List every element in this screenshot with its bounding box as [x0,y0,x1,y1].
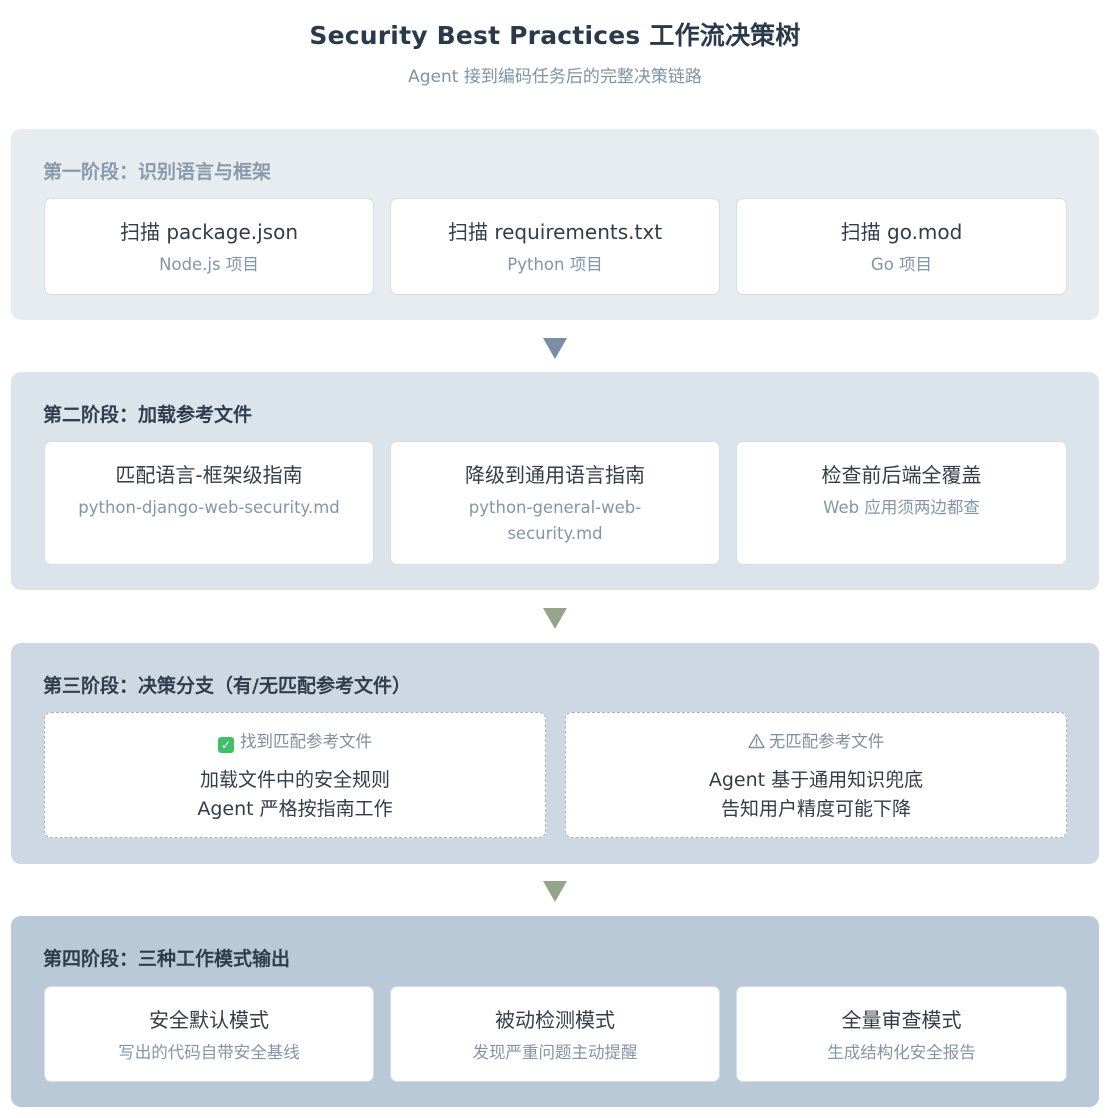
stage-3-title: 第三阶段：决策分支（有/无匹配参考文件） [43,675,411,697]
arrow-down-icon [543,338,567,359]
box-sub-label: Go 项目 [870,255,933,274]
stage-2-box-general-guide: 降级到通用语言指南 python-general-web-security.md [390,441,720,565]
box-main-label: 扫描 go.mod [840,220,963,244]
box-main-label: 安全默认模式 [149,1008,269,1032]
branch-match-found: ✓ 找到匹配参考文件 加载文件中的安全规则 Agent 严格按指南工作 [44,712,546,838]
diagram-title: Security Best Practices 工作流决策树 [309,21,801,50]
diagram-subtitle: Agent 接到编码任务后的完整决策链路 [408,67,702,87]
branch-header: 无匹配参考文件 [566,731,1066,753]
branch-line: 加载文件中的安全规则 [199,769,390,791]
stage-2-box-fullstack-check: 检查前后端全覆盖 Web 应用须两边都查 [736,441,1067,565]
stage-2-box-framework-guide: 匹配语言-框架级指南 python-django-web-security.md [44,441,374,565]
box-main-label: 匹配语言-框架级指南 [115,463,303,487]
branch-line: 告知用户精度可能下降 [720,798,911,820]
box-main-label: 扫描 package.json [119,220,299,244]
warning-icon [748,733,765,749]
stage-2-panel: 第二阶段：加载参考文件 匹配语言-框架级指南 python-django-web… [11,372,1099,590]
box-sub-label: python-general-web-security.md [468,498,642,543]
stage-1-box-node: 扫描 package.json Node.js 项目 [44,198,374,295]
box-sub-label: Python 项目 [507,255,603,274]
box-sub-label: 生成结构化安全报告 [827,1043,976,1062]
box-main-label: 降级到通用语言指南 [465,463,645,487]
check-icon: ✓ [218,737,234,753]
box-sub-label: Node.js 项目 [159,255,259,274]
stage-2-title: 第二阶段：加载参考文件 [43,404,253,426]
box-main-label: 检查前后端全覆盖 [821,463,982,487]
stage-4-box-secure-default: 安全默认模式 写出的代码自带安全基线 [44,986,374,1082]
arrow-down-icon [543,608,567,629]
stage-1-box-python: 扫描 requirements.txt Python 项目 [390,198,720,295]
branch-header-label: 无匹配参考文件 [768,732,885,751]
branch-line: Agent 基于通用知识兜底 [708,769,924,791]
stage-3-panel: 第三阶段：决策分支（有/无匹配参考文件） ✓ 找到匹配参考文件 加载文件中的安全规… [11,643,1099,864]
branch-header-label: 找到匹配参考文件 [240,732,372,751]
box-main-label: 被动检测模式 [495,1008,615,1032]
arrow-down-icon [543,881,567,902]
stage-4-title: 第四阶段：三种工作模式输出 [43,948,291,970]
box-sub-label: Web 应用须两边都查 [823,498,980,517]
stage-4-box-full-review: 全量审查模式 生成结构化安全报告 [736,986,1067,1082]
branch-header: ✓ 找到匹配参考文件 [45,731,545,753]
box-main-label: 全量审查模式 [841,1008,962,1032]
stage-1-panel: 第一阶段：识别语言与框架 扫描 package.json Node.js 项目 … [11,129,1099,320]
box-sub-label: 写出的代码自带安全基线 [118,1043,300,1062]
branch-line: Agent 严格按指南工作 [197,798,393,820]
branch-no-match: 无匹配参考文件 Agent 基于通用知识兜底 告知用户精度可能下降 [565,712,1067,838]
box-sub-label: 发现严重问题主动提醒 [472,1043,638,1062]
box-main-label: 扫描 requirements.txt [447,220,663,244]
box-sub-label: python-django-web-security.md [78,498,340,517]
stage-4-box-passive-detect: 被动检测模式 发现严重问题主动提醒 [390,986,720,1082]
stage-4-panel: 第四阶段：三种工作模式输出 安全默认模式 写出的代码自带安全基线 被动检测模式 … [11,916,1099,1107]
stage-1-title: 第一阶段：识别语言与框架 [43,161,272,183]
stage-1-box-go: 扫描 go.mod Go 项目 [736,198,1067,295]
